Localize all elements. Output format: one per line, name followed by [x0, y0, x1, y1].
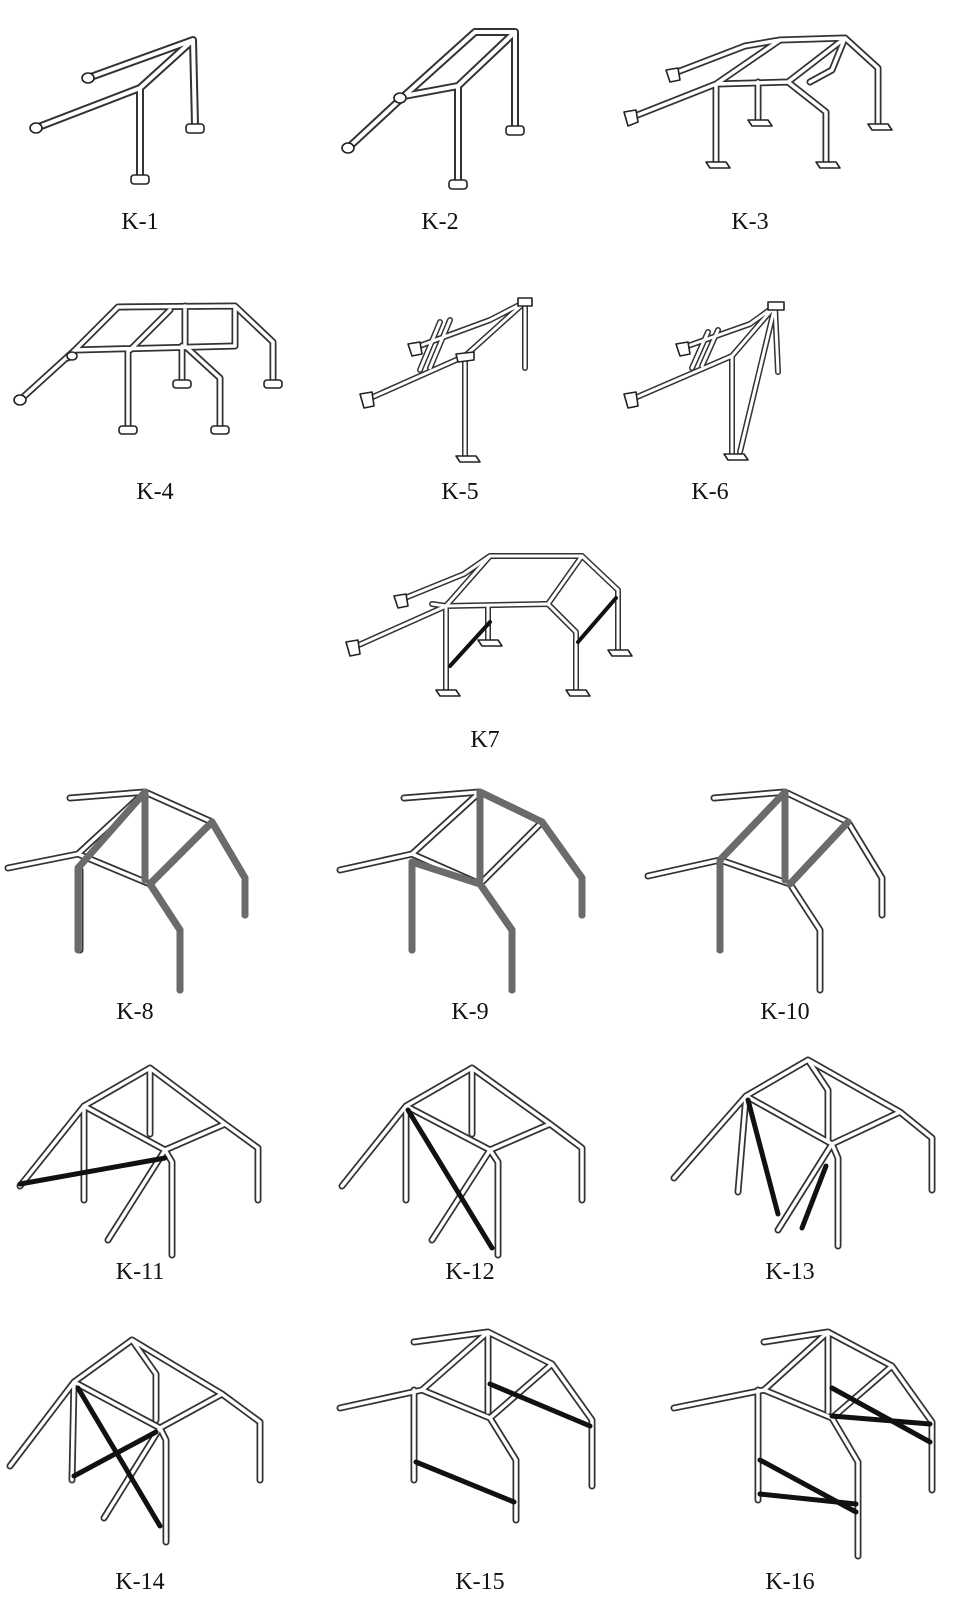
k7-drawing	[345, 553, 633, 697]
k-12-drawing	[338, 1064, 586, 1259]
figure-k-15: K-15	[330, 1320, 630, 1602]
k-8-drawing	[4, 788, 249, 994]
figure-label-k-3: K-3	[731, 209, 769, 235]
k-15-drawing	[336, 1328, 596, 1524]
figure-label-k-12: K-12	[445, 1259, 495, 1285]
figure-k-5: K-5	[340, 280, 600, 520]
figure-label-k-16: K-16	[765, 1569, 815, 1595]
figure-k-11: K-11	[0, 1050, 320, 1300]
figure-k-8: K-8	[0, 780, 320, 1030]
figure-label-k-2: K-2	[421, 209, 459, 235]
k-3-drawing	[623, 34, 893, 169]
figure-label-k-15: K-15	[455, 1569, 505, 1595]
k-16-drawing	[670, 1328, 936, 1560]
figure-k-4: K-4	[0, 280, 320, 520]
k-14-drawing	[6, 1336, 264, 1546]
figure-k-2: K-2	[320, 0, 640, 250]
k-2-drawing	[341, 28, 525, 190]
figure-label-k-10: K-10	[760, 999, 810, 1025]
k-13-drawing	[670, 1056, 936, 1250]
figure-k-12: K-12	[330, 1050, 630, 1300]
k-9-drawing	[336, 788, 586, 994]
figure-k-6: K-6	[600, 280, 860, 520]
figure-k-3: K-3	[620, 0, 960, 250]
figure-label-k-13: K-13	[765, 1259, 815, 1285]
figure-label-k-4: K-4	[136, 479, 174, 505]
figure-label-k-1: K-1	[121, 209, 159, 235]
figure-label-k7: K7	[470, 727, 500, 753]
k-4-drawing	[13, 302, 283, 435]
k-1-drawing	[29, 36, 205, 185]
k-5-drawing	[359, 297, 533, 463]
figure-label-k-5: K-5	[441, 479, 479, 505]
figure-k-16: K-16	[660, 1320, 960, 1602]
figure-k-14: K-14	[0, 1320, 320, 1602]
figure-k7: K7	[320, 530, 660, 780]
figure-label-k-9: K-9	[451, 999, 489, 1025]
k-10-drawing	[644, 788, 886, 994]
figure-k-9: K-9	[330, 780, 630, 1030]
k-6-drawing	[623, 301, 785, 461]
k-11-drawing	[16, 1064, 262, 1259]
figure-label-k-8: K-8	[116, 999, 154, 1025]
figure-label-k-11: K-11	[115, 1259, 165, 1285]
figure-k-13: K-13	[660, 1050, 960, 1300]
figure-k-10: K-10	[640, 780, 960, 1030]
figure-label-k-6: K-6	[691, 479, 729, 505]
figure-k-1: K-1	[0, 0, 320, 250]
figure-label-k-14: K-14	[115, 1569, 165, 1595]
